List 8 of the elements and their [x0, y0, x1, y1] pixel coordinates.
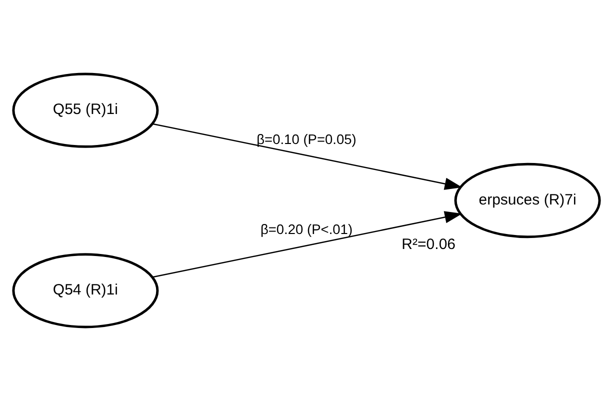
node-ellipse: Q55 (R)1i — [12, 72, 159, 148]
edge-label: β=0.20 (P<.01) — [260, 222, 353, 238]
node-ellipse: Q54 (R)1i — [12, 253, 159, 328]
arrow — [152, 123, 462, 190]
node-ellipse: erpsuces (R)7i — [454, 162, 601, 238]
node-label: R²=0.06 — [402, 236, 456, 253]
edge-label: β=0.10 (P=0.05) — [256, 132, 356, 147]
arrow — [152, 211, 462, 278]
